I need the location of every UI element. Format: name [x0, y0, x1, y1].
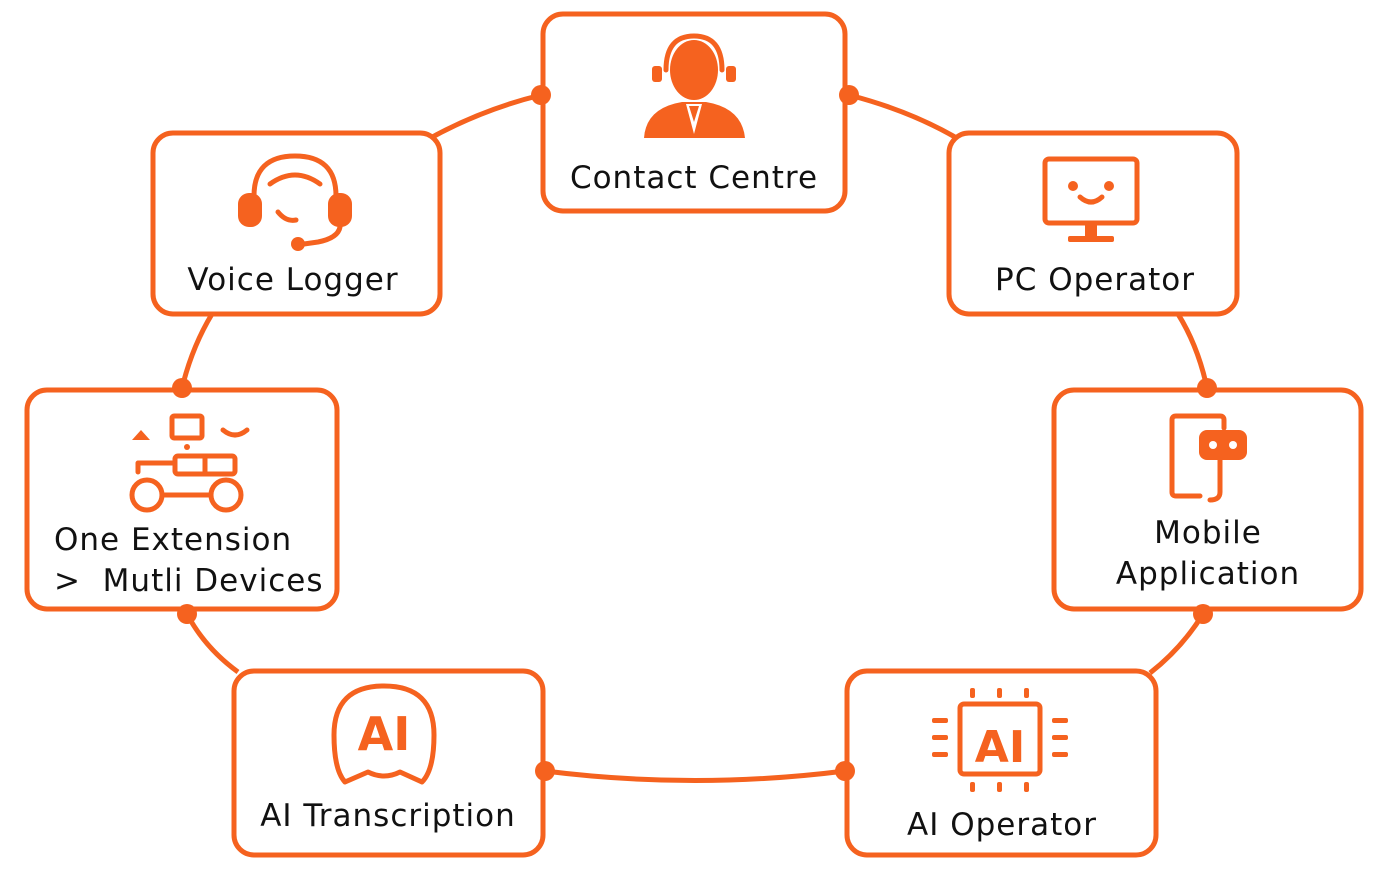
call-centre-agent-icon [644, 33, 745, 138]
connection-dot [1193, 604, 1213, 624]
connector-contact-to-pc [848, 92, 967, 146]
connection-dot [177, 604, 197, 624]
headset-icon [238, 153, 352, 251]
connection-dot [535, 761, 555, 781]
node-pc-operator: PC Operator [946, 130, 1240, 317]
connection-dot [835, 761, 855, 781]
ai-speech-bubble-icon-text: AI [358, 707, 411, 761]
connection-dot [531, 85, 551, 105]
connector-voice-logger-to-contact [425, 92, 542, 143]
ai-chip-icon-text: AI [975, 722, 1025, 773]
connector-mobile-to-ai-operator [1148, 612, 1206, 675]
connector-extension-to-voice-logger [179, 312, 215, 389]
desktop-monitor-icon [1042, 156, 1140, 242]
label-voice-logger: Voice Logger [187, 262, 398, 298]
connection-dot [172, 378, 192, 398]
node-ai-transcription: AI AI Transcription [231, 668, 546, 858]
connector-ai-operator-to-transcription [544, 768, 846, 783]
multi-device-network-icon [129, 413, 250, 513]
node-box-voice-logger [150, 130, 443, 317]
connection-dot [839, 85, 859, 105]
node-contact-centre: Contact Centre [540, 11, 848, 214]
label-pc-operator: PC Operator [995, 262, 1195, 298]
label-one-extension-line1: One Extension [54, 522, 292, 558]
ai-speech-bubble-icon: AI [331, 683, 437, 785]
label-ai-operator: AI Operator [907, 807, 1097, 843]
node-voice-logger: Voice Logger [150, 130, 443, 317]
node-mobile-application: Mobile Application [1051, 387, 1364, 612]
label-mobile-line2: Application [1116, 556, 1300, 592]
label-one-extension-line2: > Mutli Devices [54, 563, 323, 599]
connection-dot [1197, 378, 1217, 398]
connector-pc-to-mobile [1175, 312, 1210, 389]
label-contact-centre: Contact Centre [570, 160, 818, 196]
node-one-extension: One Extension > Mutli Devices [24, 387, 340, 612]
ai-chip-icon: AI [932, 688, 1068, 792]
label-mobile-line1: Mobile [1154, 515, 1262, 551]
connection-dots [172, 85, 1217, 781]
label-ai-transcription: AI Transcription [260, 798, 516, 834]
connector-transcription-to-extension [184, 612, 240, 675]
node-ai-operator: AI AI Operator [844, 668, 1159, 858]
mobile-phone-chat-icon [1169, 413, 1247, 503]
